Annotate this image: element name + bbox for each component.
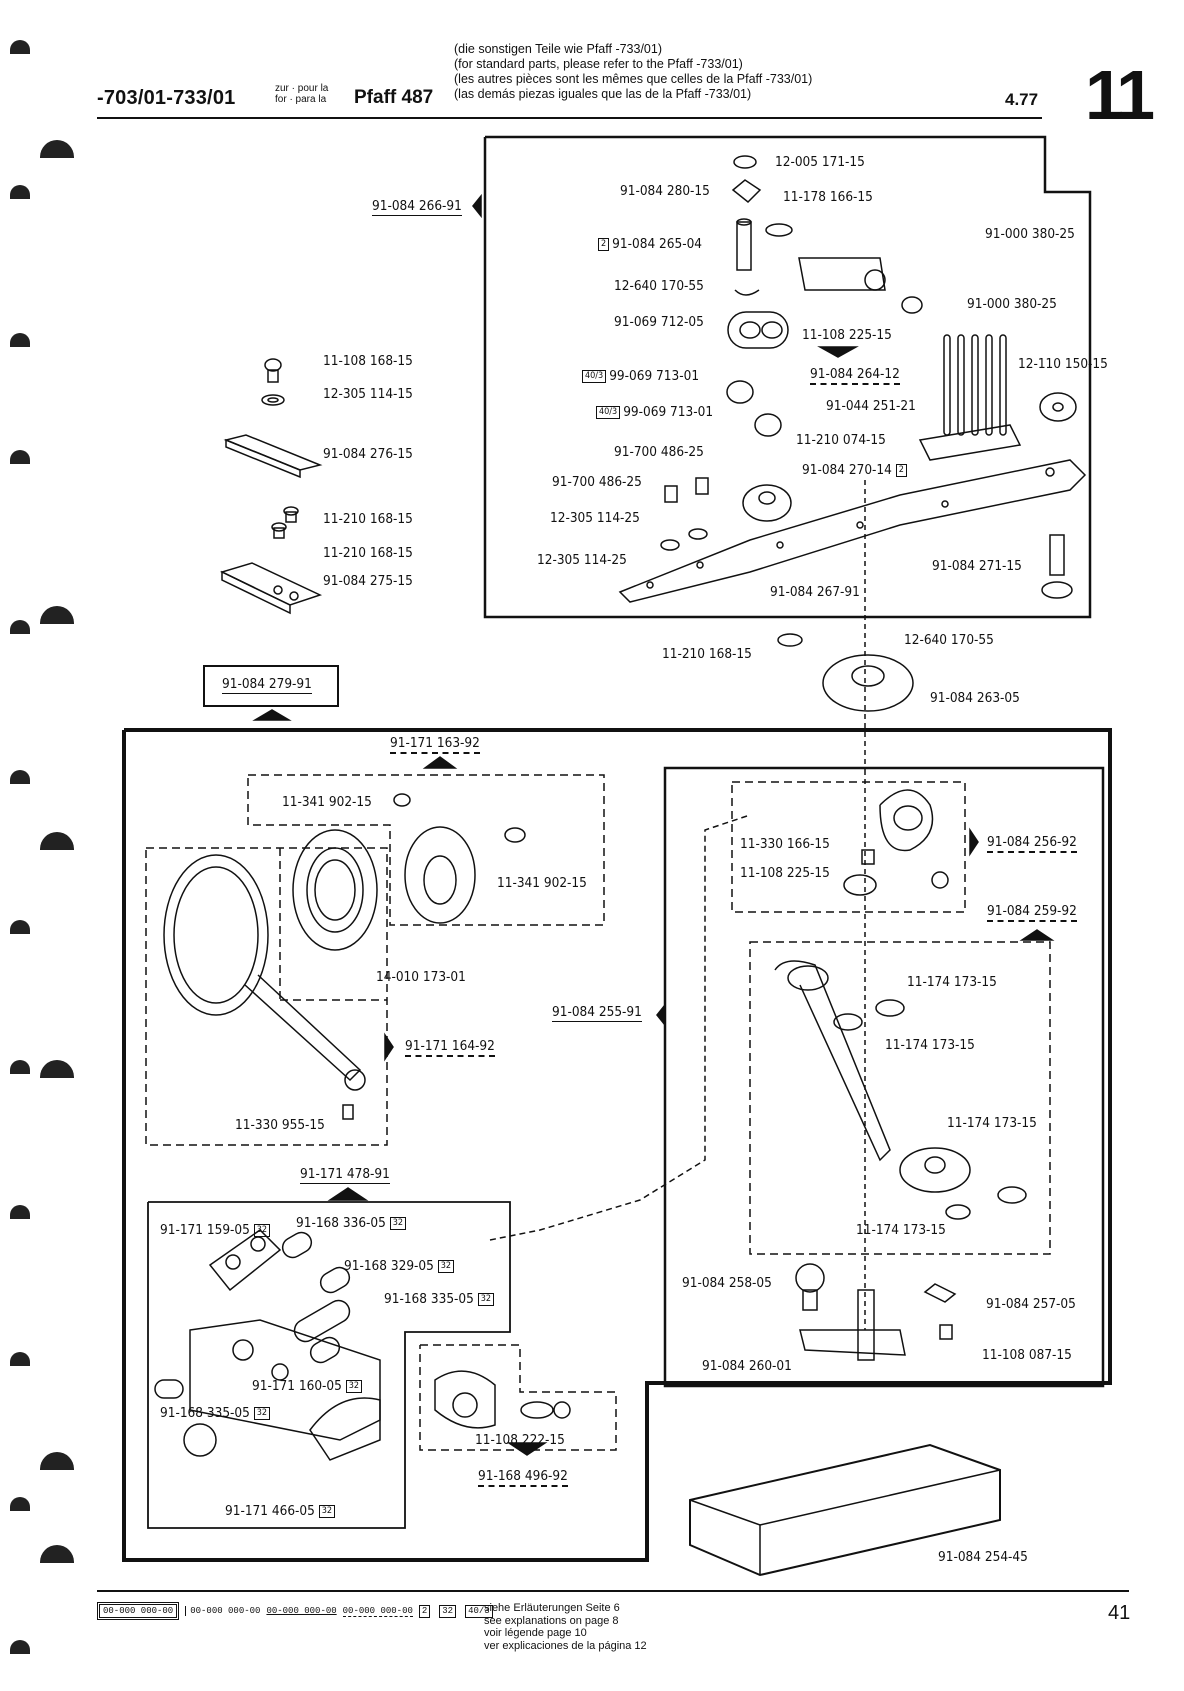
binder-mark xyxy=(40,1452,74,1470)
legend: 00-000 000-00 00-000 000-00 00-000 000-0… xyxy=(97,1602,496,1620)
binder-mark xyxy=(10,920,30,934)
binder-mark xyxy=(10,1352,30,1366)
part-label: 91-171 466-05 32 xyxy=(225,1503,338,1519)
part-label: 91-084 266-91 xyxy=(372,198,462,216)
part-label: 14-010 173-01 xyxy=(376,969,466,985)
part-label: 91-084 271-15 xyxy=(932,558,1022,574)
part-label: 11-330 166-15 xyxy=(740,836,830,852)
binder-mark xyxy=(10,185,30,199)
issue-date: 4.77 xyxy=(1005,90,1039,109)
header-notes: (die sonstigen Teile wie Pfaff -733/01) … xyxy=(454,42,813,101)
bottom-assembly-frame xyxy=(122,728,1112,1562)
part-label: 11-108 225-15 xyxy=(740,865,830,881)
explanations: siehe Erläuterungen Seite 6 see explanat… xyxy=(484,1602,647,1652)
part-label: 91-000 380-25 xyxy=(967,296,1057,312)
part-label: 12-640 170-55 xyxy=(614,278,704,294)
part-label: 11-330 955-15 xyxy=(235,1117,325,1133)
zur-pour-la: zur · pour la xyxy=(275,83,329,94)
arrow-icon xyxy=(472,193,482,219)
binder-mark xyxy=(10,333,30,347)
part-label: 11-210 168-15 xyxy=(662,646,752,662)
page-number: 41 xyxy=(1108,1602,1131,1624)
binder-mark xyxy=(40,1060,74,1078)
for-para-la: for · para la xyxy=(275,94,327,105)
part-label: 11-341 902-15 xyxy=(497,875,587,891)
binder-mark xyxy=(10,1060,30,1074)
binder-mark xyxy=(40,606,74,624)
part-label: 91-700 486-25 xyxy=(614,444,704,460)
part-label: 91-084 259-92 xyxy=(987,903,1077,922)
part-label: 11-108 087-15 xyxy=(982,1347,1072,1363)
part-label: 91-168 496-92 xyxy=(478,1468,568,1487)
part-label: 12-110 150-15 xyxy=(1018,356,1108,372)
part-label: 12-305 114-25 xyxy=(537,552,627,568)
part-label: 11-178 166-15 xyxy=(783,189,873,205)
binder-mark xyxy=(10,770,30,784)
top-assembly-frame xyxy=(483,135,1092,619)
binder-mark xyxy=(40,1545,74,1563)
part-label: 91-171 163-92 xyxy=(390,735,480,754)
part-label: 91-084 280-15 xyxy=(620,183,710,199)
part-label: 91-084 267-91 xyxy=(770,584,860,600)
part-label: 11-108 222-15 xyxy=(475,1432,565,1448)
part-label: 11-210 168-15 xyxy=(323,545,413,561)
part-label: 11-174 173-15 xyxy=(907,974,997,990)
part-label: 91-168 336-05 32 xyxy=(296,1215,409,1231)
part-label: 12-305 114-15 xyxy=(323,386,413,402)
part-label: 11-210 168-15 xyxy=(323,511,413,527)
part-label: 91-084 263-05 xyxy=(930,690,1020,706)
part-label: 91-171 164-92 xyxy=(405,1038,495,1057)
binder-mark xyxy=(40,832,74,850)
part-label: 91-069 712-05 xyxy=(614,314,704,330)
part-label: 91-168 335-05 32 xyxy=(160,1405,273,1421)
footer-rule xyxy=(97,1590,1129,1592)
binder-mark xyxy=(40,140,74,158)
section-number: 11 xyxy=(1085,56,1155,134)
part-label: 11-174 173-15 xyxy=(856,1222,946,1238)
part-label: 91-171 159-05 32 xyxy=(160,1222,273,1238)
part-label: 91-700 486-25 xyxy=(552,474,642,490)
part-label: 91-171 160-05 32 xyxy=(252,1378,365,1394)
part-label: 91-084 256-92 xyxy=(987,834,1077,853)
part-label: 91-044 251-21 xyxy=(826,398,916,414)
binder-mark xyxy=(10,40,30,54)
part-label: 11-108 225-15 xyxy=(802,327,892,343)
part-label: 12-005 171-15 xyxy=(775,154,865,170)
part-label: 91-084 270-14 2 xyxy=(802,462,910,478)
part-label: 11-210 074-15 xyxy=(796,432,886,448)
part-label: 91-084 254-45 xyxy=(938,1549,1028,1565)
binder-mark xyxy=(10,1205,30,1219)
part-label: 91-084 275-15 xyxy=(323,573,413,589)
binder-mark xyxy=(10,620,30,634)
part-label: 12-305 114-25 xyxy=(550,510,640,526)
part-label: 91-168 329-05 32 xyxy=(344,1258,457,1274)
part-label: 91-084 279-91 xyxy=(222,676,312,694)
part-label: 91-000 380-25 xyxy=(985,226,1075,242)
part-label: 11-341 902-15 xyxy=(282,794,372,810)
machine-name: Pfaff 487 xyxy=(354,87,434,108)
part-label: 91-084 258-05 xyxy=(682,1275,772,1291)
binder-mark xyxy=(10,1497,30,1511)
part-label: 11-108 168-15 xyxy=(323,353,413,369)
part-label: 11-174 173-15 xyxy=(947,1115,1037,1131)
part-label: 12-640 170-55 xyxy=(904,632,994,648)
part-label: 91-171 478-91 xyxy=(300,1166,390,1184)
part-label: 91-084 276-15 xyxy=(323,446,413,462)
binder-mark xyxy=(10,450,30,464)
part-label: 11-174 173-15 xyxy=(885,1037,975,1053)
part-label: 91-084 255-91 xyxy=(552,1004,642,1022)
part-label: 91-084 260-01 xyxy=(702,1358,792,1374)
binder-mark xyxy=(10,1640,30,1654)
part-label: 91-168 335-05 32 xyxy=(384,1291,497,1307)
header-rule xyxy=(97,117,1042,119)
model-range: -703/01-733/01 xyxy=(97,87,236,109)
part-label: 91-084 264-12 xyxy=(810,366,900,385)
part-label: 91-084 257-05 xyxy=(986,1296,1076,1312)
